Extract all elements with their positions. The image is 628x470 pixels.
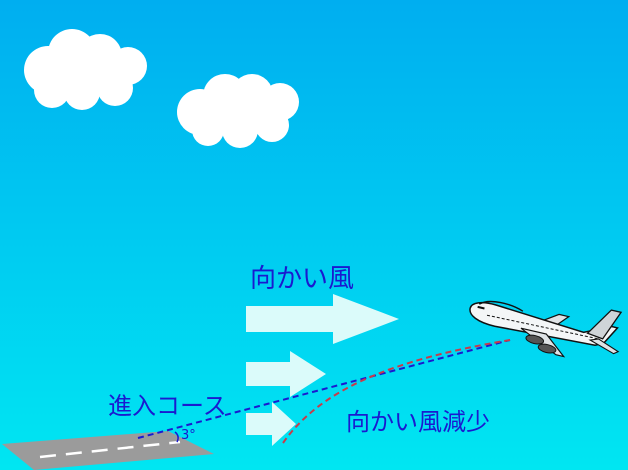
runway-centerline bbox=[39, 440, 181, 459]
runway bbox=[2, 431, 214, 470]
cloud-icon bbox=[24, 29, 147, 110]
angle-arc bbox=[174, 431, 179, 443]
deviated-path-line bbox=[282, 339, 511, 444]
airplane-icon bbox=[469, 300, 623, 358]
wind-arrow-icon bbox=[246, 402, 296, 446]
approach-path-line bbox=[137, 339, 511, 439]
glide-angle-label: 3° bbox=[181, 428, 196, 443]
wind-arrow-icon bbox=[246, 294, 399, 344]
wind-arrow-icon bbox=[246, 351, 326, 397]
approach-path-label: 進入コース bbox=[108, 392, 227, 420]
headwind-label: 向かい風 bbox=[250, 264, 355, 294]
cloud-icon bbox=[177, 74, 299, 148]
headwind-decrease-label: 向かい風減少 bbox=[346, 408, 490, 436]
